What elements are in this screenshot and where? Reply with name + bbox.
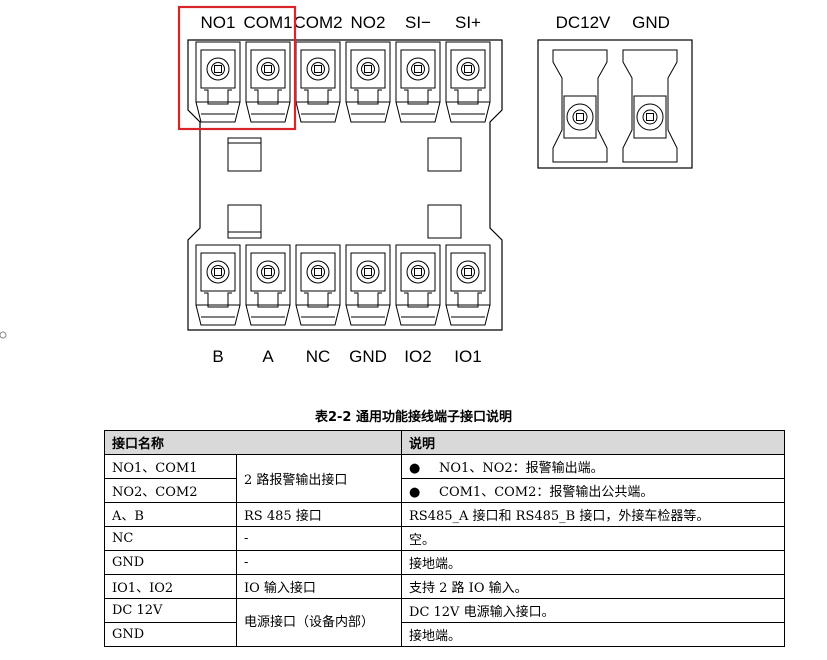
terminal xyxy=(245,244,291,326)
cell-desc: 空。 xyxy=(401,526,786,551)
cell-desc-text: COM1、COM2：报警输出公共端。 xyxy=(439,485,654,500)
cell-desc: 支持 2 路 IO 输入。 xyxy=(401,574,786,599)
terminal-label-top: COM1 xyxy=(243,13,292,32)
cell-name: NO2、COM2 xyxy=(104,478,237,503)
terminal-windows xyxy=(227,137,462,239)
power-terminal xyxy=(552,49,608,163)
terminal-label-top: NO2 xyxy=(351,13,386,32)
terminal-label-bottom: GND xyxy=(349,347,387,366)
cell-name: GND xyxy=(104,550,237,575)
terminal-label-top: SI+ xyxy=(455,13,481,32)
power-terminal-label: GND xyxy=(632,13,670,32)
cell-name: NC xyxy=(104,526,237,551)
cell-desc: 接地端。 xyxy=(401,550,786,575)
terminal-label-top: SI− xyxy=(405,13,431,32)
terminal xyxy=(445,41,491,123)
terminal-label-bottom: IO2 xyxy=(404,347,431,366)
table-row: NO1、COM1 2 路报警输出接口 ● NO1、NO2：报警输出端。 xyxy=(104,454,786,503)
bullet: ● xyxy=(409,485,421,500)
cell-name: IO1、IO2 xyxy=(104,574,237,599)
terminal-label-bottom: IO1 xyxy=(454,347,481,366)
terminal xyxy=(245,41,291,123)
highlight-box xyxy=(177,5,297,131)
table-row: IO1、IO2 IO 输入接口 支持 2 路 IO 输入。 xyxy=(104,574,786,599)
table-row: DC 12V 电源接口（设备内部） DC 12V 电源输入接口。 xyxy=(104,598,786,647)
cell-type: RS 485 接口 xyxy=(235,502,403,527)
cell-name: DC 12V xyxy=(104,598,237,623)
cell-name: A、B xyxy=(104,502,237,527)
side-marker xyxy=(0,331,7,339)
terminal xyxy=(345,41,391,123)
table-row: GND 接地端。 xyxy=(104,622,786,647)
terminal xyxy=(295,41,341,123)
terminal-label-bottom: NC xyxy=(306,347,331,366)
cell-desc: RS485_A 接口和 RS485_B 接口，外接车检器等。 xyxy=(401,502,786,527)
terminal xyxy=(345,244,391,326)
cell-name: NO1、COM1 xyxy=(104,454,237,479)
terminal xyxy=(195,41,241,123)
cell-type: IO 输入接口 xyxy=(235,574,403,599)
terminal-label-bottom: A xyxy=(262,347,274,366)
cell-desc: DC 12V 电源输入接口。 xyxy=(401,598,786,623)
terminal-label-top: NO1 xyxy=(201,13,236,32)
power-terminal-label: DC12V xyxy=(556,13,611,32)
terminal xyxy=(395,41,441,123)
cell-name: GND xyxy=(104,622,237,647)
header-interface-name: 接口名称 xyxy=(103,430,403,455)
power-terminal-block xyxy=(537,39,693,169)
cell-desc: ● NO1、NO2：报警输出端。 xyxy=(401,454,786,479)
table-row: GND - 接地端。 xyxy=(104,550,786,575)
terminal xyxy=(195,244,241,326)
terminal xyxy=(395,244,441,326)
cell-desc-text: NO1、NO2：报警输出端。 xyxy=(439,461,604,476)
terminal-label-top: COM2 xyxy=(293,13,342,32)
table-row: A、B RS 485 接口 RS485_A 接口和 RS485_B 接口，外接车… xyxy=(104,502,786,527)
table-header-row: 接口名称 说明 xyxy=(103,430,786,455)
cell-type: - xyxy=(235,550,403,575)
cell-type: 2 路报警输出接口 xyxy=(235,454,403,503)
cell-type: 电源接口（设备内部） xyxy=(235,598,403,647)
power-terminal xyxy=(622,49,678,163)
cell-desc: ● COM1、COM2：报警输出公共端。 xyxy=(401,478,786,503)
interface-table: 接口名称 说明 NO1、COM1 2 路报警输出接口 ● NO1、NO2：报警输出… xyxy=(103,430,786,647)
header-description: 说明 xyxy=(401,430,786,455)
terminal xyxy=(295,244,341,326)
table-row: NC - 空。 xyxy=(104,526,786,551)
terminal xyxy=(445,244,491,326)
main-terminal-block xyxy=(187,39,503,331)
cell-desc: 接地端。 xyxy=(401,622,786,647)
terminal-label-bottom: B xyxy=(212,347,223,366)
table-caption: 表2-2 通用功能接线端子接口说明 xyxy=(314,410,512,425)
table-row: NO2、COM2 ● COM1、COM2：报警输出公共端。 xyxy=(104,478,786,503)
cell-type: - xyxy=(235,526,403,551)
bullet: ● xyxy=(409,461,421,476)
